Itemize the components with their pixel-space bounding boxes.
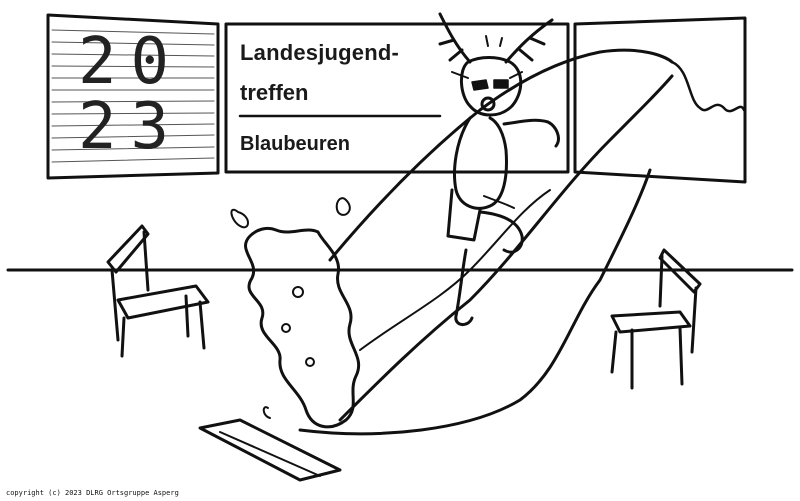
title-line-1: Landesjugend-: [240, 40, 400, 65]
location-label: Blaubeuren: [240, 133, 351, 155]
water-slide: [198, 48, 674, 482]
rope: [670, 60, 746, 113]
water-splash: [230, 197, 361, 429]
title-line-2: treffen: [240, 80, 309, 105]
board-right-panel: [573, 16, 747, 184]
left-chair: [106, 224, 210, 358]
board-center-panel: [224, 22, 570, 174]
board-left-panel: [46, 13, 220, 180]
year-top-digits: 20: [78, 25, 184, 99]
reindeer-character: [438, 12, 560, 326]
year-bottom-digits: 23: [78, 90, 184, 164]
right-chair: [610, 248, 702, 390]
copyright-notice: copyright (c) 2023 DLRG Ortsgruppe Asper…: [6, 489, 179, 497]
